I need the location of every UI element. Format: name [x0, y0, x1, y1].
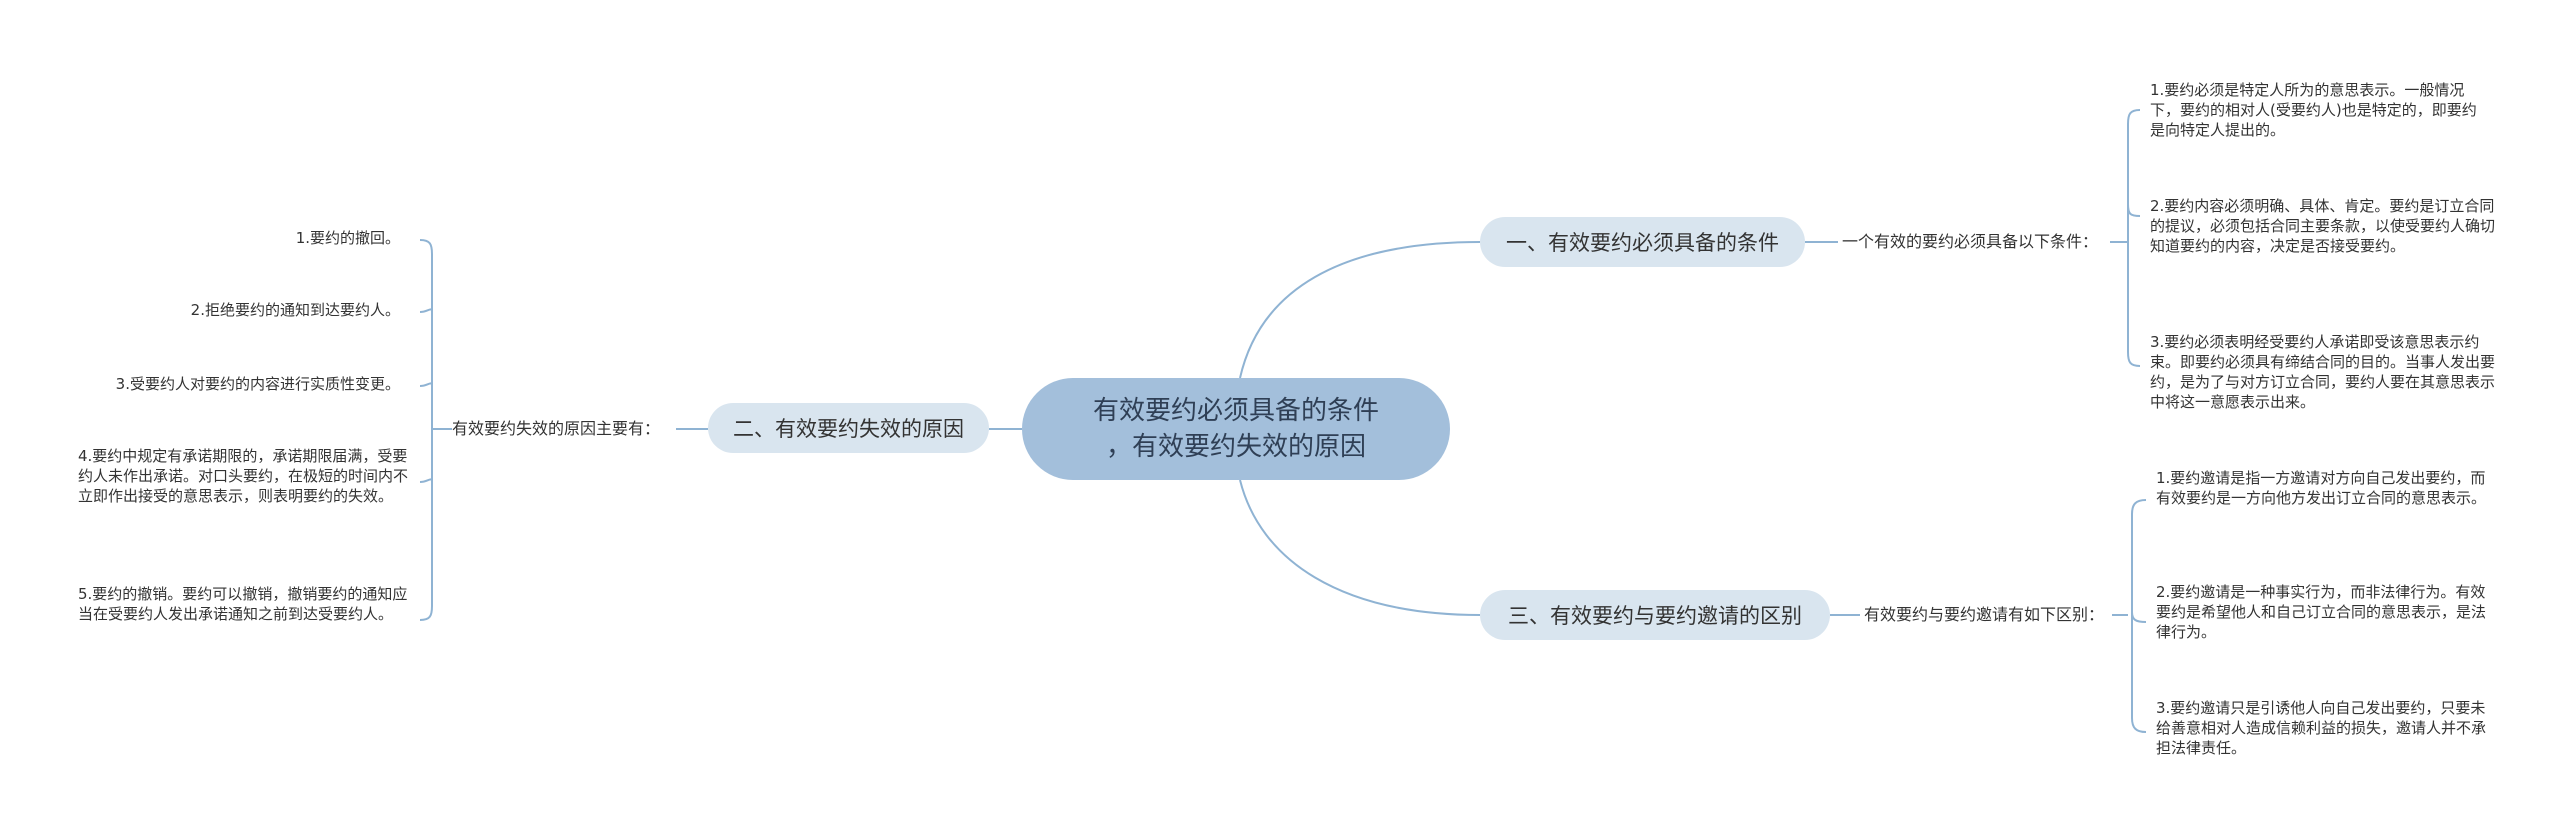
branch-node-failure-reasons[interactable]: 二、有效要约失效的原因 — [708, 403, 989, 453]
edge-root-b1 — [1239, 241, 1481, 379]
connector-label-conditions[interactable]: 一个有效的要约必须具备以下条件： — [1842, 232, 2099, 251]
leaf-conditions-2[interactable]: 2.要约内容必须明确、具体、肯定。要约是订立合同的提议，必须包括合同主要条款，以… — [2150, 197, 2496, 255]
leaf-difference-3[interactable]: 3.要约邀请只是引诱他人向自己发出要约，只要未给善意相对人造成信赖利益的损失，邀… — [2156, 699, 2487, 757]
leaf-conditions-1[interactable]: 1.要约必须是特定人所为的意思表示。一般情况下，要约的相对人(受要约人)也是特定… — [2150, 81, 2477, 139]
connector-label-difference[interactable]: 有效要约与要约邀请有如下区别： — [1864, 605, 2105, 624]
leaf-conditions-3[interactable]: 3.要约必须表明经受要约人承诺即受该意思表示约束。即要约必须具有缔结合同的目的。… — [2150, 333, 2496, 411]
root-title-line2: ，有效要约失效的原因 — [1105, 432, 1366, 462]
leaf-failure-3[interactable]: 3.受要约人对要约的内容进行实质性变更。 — [115, 375, 400, 393]
leaf-difference-2[interactable]: 2.要约邀请是一种事实行为，而非法律行为。有效要约是希望他人和自己订立合同的意思… — [2156, 583, 2487, 641]
leaf-difference-1[interactable]: 1.要约邀请是指一方邀请对方向自己发出要约，而有效要约是一方向他方发出订立合同的… — [2156, 469, 2487, 507]
bracket-b1 — [2110, 109, 2141, 367]
leaf-failure-1[interactable]: 1.要约的撤回。 — [295, 229, 400, 247]
branch-node-difference[interactable]: 三、有效要约与要约邀请的区别 — [1480, 590, 1830, 640]
edge-root-b3 — [1239, 479, 1481, 616]
bracket-b2 — [419, 239, 452, 621]
connector-label-failure-reasons[interactable]: 有效要约失效的原因主要有： — [452, 419, 661, 438]
leaf-failure-5[interactable]: 5.要约的撤销。要约可以撤销，撤销要约的通知应当在受要约人发出承诺通知之前到达受… — [78, 585, 408, 623]
root-node[interactable]: 有效要约必须具备的条件 ，有效要约失效的原因 — [1022, 378, 1450, 480]
bracket-b3 — [2112, 499, 2147, 733]
root-title-line1: 有效要约必须具备的条件 — [1092, 396, 1379, 426]
leaf-failure-4[interactable]: 4.要约中规定有承诺期限的，承诺期限届满，受要约人未作出承诺。对口头要约，在极短… — [78, 447, 409, 505]
branch-node-conditions[interactable]: 一、有效要约必须具备的条件 — [1480, 217, 1805, 267]
leaf-failure-2[interactable]: 2.拒绝要约的通知到达要约人。 — [190, 301, 400, 319]
